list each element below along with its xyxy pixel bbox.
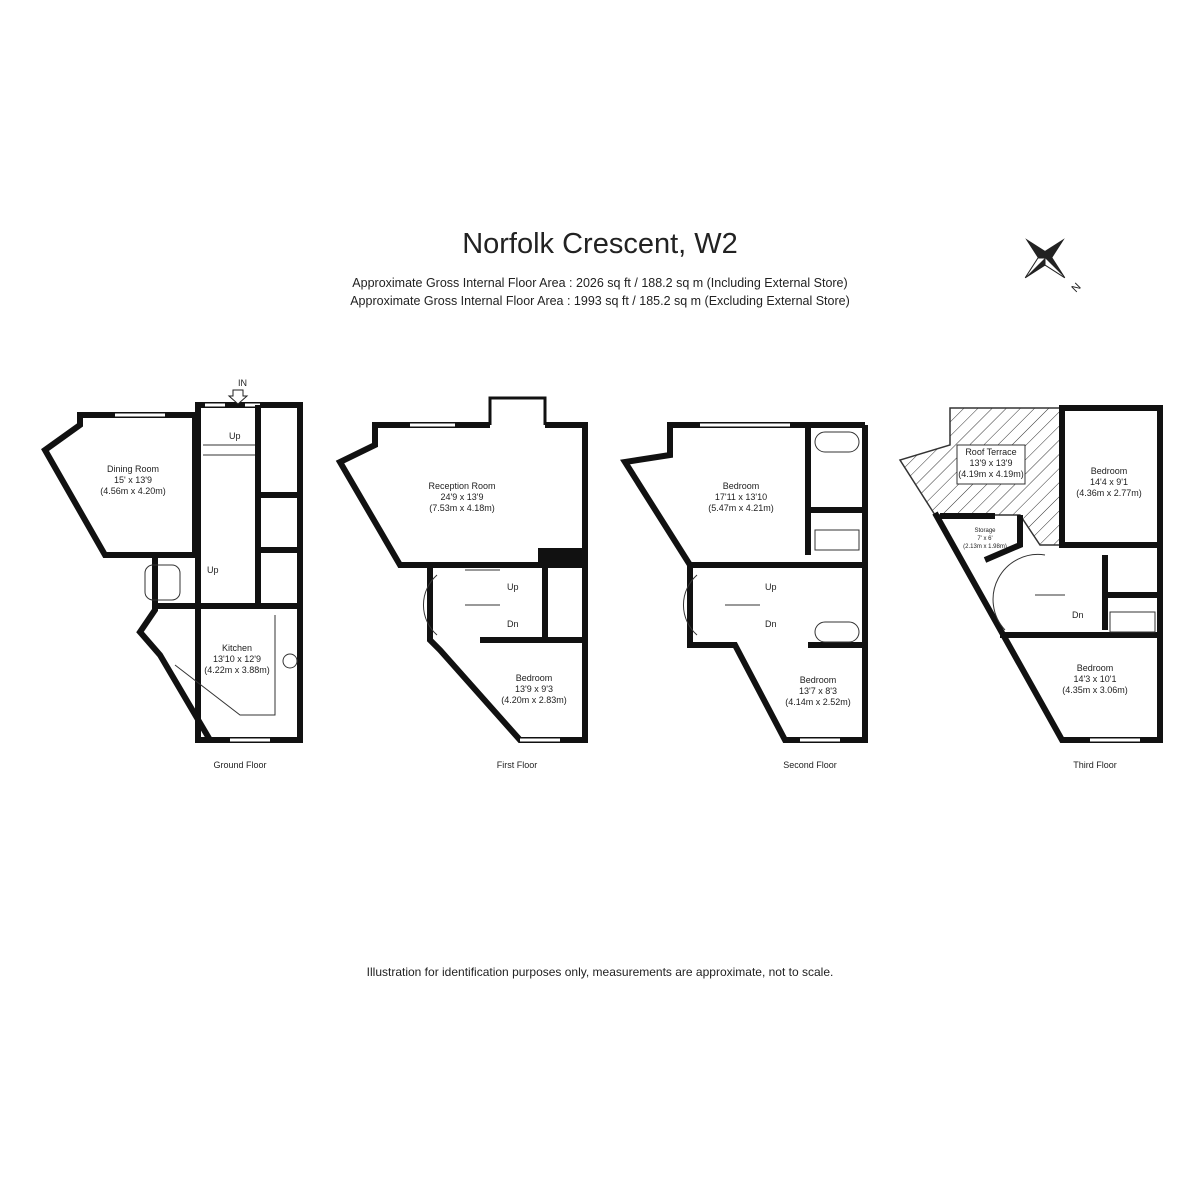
first-floor-plan: Up Dn Reception Room 24'9 x 13'9 (7.53m …: [335, 396, 588, 770]
room-size-metric: (7.53m x 4.18m): [429, 503, 495, 513]
floor-label: Third Floor: [1073, 760, 1117, 770]
floor-label: Second Floor: [783, 760, 837, 770]
stairs-up-label: Up: [507, 582, 519, 592]
room-name: Reception Room: [428, 481, 495, 491]
stairs-down-label: Dn: [1072, 610, 1084, 620]
room-size-imperial: 14'3 x 10'1: [1074, 674, 1117, 684]
room-size-imperial: 24'9 x 13'9: [441, 492, 484, 502]
second-floor-plan: Up Dn Bedroom 17'11 x 13'10 (5.47m x 4.2…: [620, 422, 868, 770]
room-size-metric: (4.20m x 2.83m): [501, 695, 567, 705]
compass-north-label: N: [1069, 281, 1083, 295]
room-size-imperial: 15' x 13'9: [114, 475, 152, 485]
room-size-metric: (4.35m x 3.06m): [1062, 685, 1128, 695]
floor-label: Ground Floor: [213, 760, 266, 770]
room-size-imperial: 13'9 x 13'9: [970, 458, 1013, 468]
room-size-metric: (5.47m x 4.21m): [708, 503, 774, 513]
room-name: Storage: [974, 528, 996, 534]
stairs-up-label: Up: [229, 431, 241, 441]
room-size-metric: (4.22m x 3.88m): [204, 665, 270, 675]
entrance-arrow-icon: [227, 389, 249, 405]
room-size-imperial: 13'10 x 12'9: [213, 654, 261, 664]
room-size-imperial: 13'9 x 9'3: [515, 684, 553, 694]
room-size-imperial: 7' x 6': [977, 536, 992, 542]
entrance-label: IN: [238, 378, 247, 388]
room-size-metric: (4.36m x 2.77m): [1076, 488, 1142, 498]
room-size-imperial: 14'4 x 9'1: [1090, 477, 1128, 487]
room-name: Dining Room: [107, 464, 159, 474]
room-size-metric: (4.19m x 4.19m): [958, 469, 1024, 479]
stairs-down-label: Dn: [765, 619, 777, 629]
room-name: Bedroom: [723, 481, 760, 491]
compass-rose-icon: [1024, 238, 1066, 279]
page-title: Norfolk Crescent, W2: [462, 228, 738, 260]
stairs-up-label-2: Up: [207, 565, 219, 575]
room-name: Bedroom: [1077, 663, 1114, 673]
room-name: Roof Terrace: [965, 447, 1016, 457]
stairs-up-label: Up: [765, 582, 777, 592]
room-size-metric: (2.13m x 1.98m): [963, 544, 1007, 550]
stairs-down-label: Dn: [507, 619, 519, 629]
room-size-imperial: 13'7 x 8'3: [799, 686, 837, 696]
third-floor-plan: Roof Terrace 13'9 x 13'9 (4.19m x 4.19m)…: [898, 405, 1163, 770]
room-size-imperial: 17'11 x 13'10: [715, 492, 767, 502]
area-including-store: Approximate Gross Internal Floor Area : …: [352, 276, 848, 290]
floor-label: First Floor: [497, 760, 538, 770]
room-size-metric: (4.56m x 4.20m): [100, 486, 166, 496]
disclaimer: Illustration for identification purposes…: [366, 965, 834, 979]
room-name: Bedroom: [516, 673, 553, 683]
ground-floor-plan: IN Up Up Dining Room 15' x 13'9 (4.56m x…: [41, 378, 303, 770]
room-name: Kitchen: [222, 643, 252, 653]
room-name: Bedroom: [800, 675, 837, 685]
area-excluding-store: Approximate Gross Internal Floor Area : …: [350, 294, 850, 308]
room-size-metric: (4.14m x 2.52m): [785, 697, 851, 707]
room-name: Bedroom: [1091, 466, 1128, 476]
